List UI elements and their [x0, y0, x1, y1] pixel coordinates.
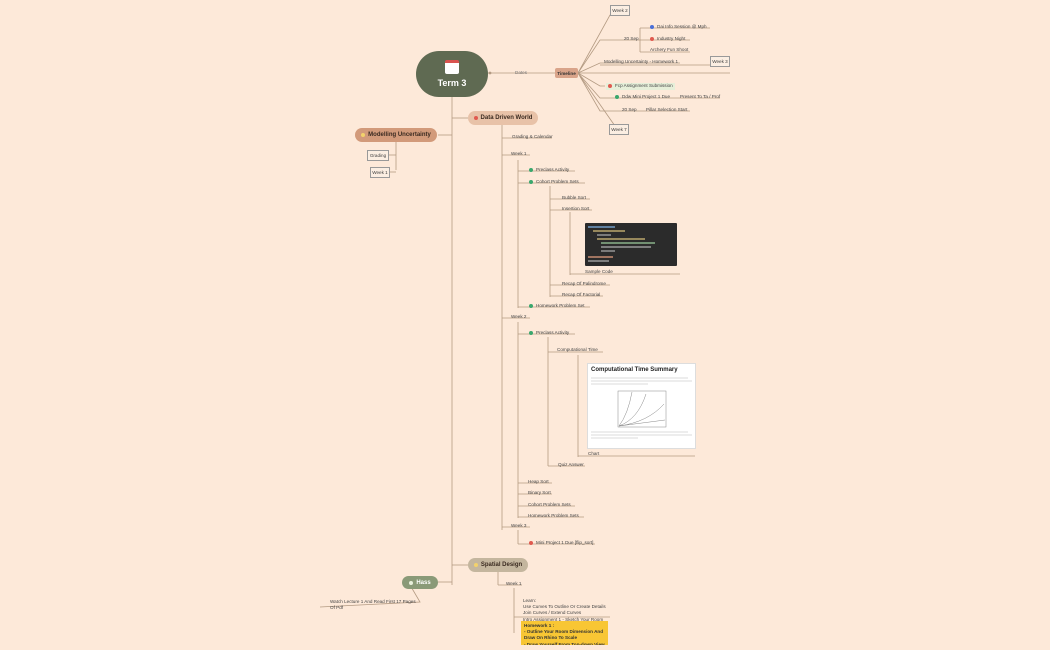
status-dot-icon — [608, 84, 612, 88]
modelling-grading[interactable]: Grading — [367, 150, 389, 161]
timeline-week2[interactable]: Week 2 — [610, 5, 630, 16]
w2-homework[interactable]: Homework Problem Sets — [528, 513, 579, 518]
code-lines — [588, 226, 655, 262]
timeline-item-label: Fcp Assignment Submission — [615, 83, 673, 89]
computational-time-card: Computational Time Summary — [587, 363, 696, 449]
timeline-item-archery[interactable]: Archery Fun Shoot — [650, 47, 689, 52]
w1-homework[interactable]: Homework Problem Set — [529, 303, 585, 309]
w1-factorial[interactable]: Recap Of Factorial — [562, 292, 601, 297]
spatial-homework-note[interactable]: Homework 1 : - Outline Your Room Dimensi… — [521, 621, 608, 645]
data-driven-world-node[interactable]: Data Driven World — [468, 111, 538, 125]
spatial-design-node[interactable]: Spatial Design — [468, 558, 528, 572]
spatial-week1[interactable]: Week 1 — [506, 581, 522, 586]
hass-node[interactable]: Hass — [402, 576, 438, 589]
w2-cohort[interactable]: Cohort Problem Sets — [528, 502, 571, 507]
w3-mini-label: Mini Project 1 Due [flip_sort] — [536, 540, 594, 546]
spatial-learn-note[interactable]: Learn: Use Curves To Outline Or Create D… — [523, 598, 606, 622]
timeline-week7[interactable]: Week 7 — [609, 124, 629, 135]
timeline-item-present[interactable]: Present To Ta / Prof — [680, 94, 721, 99]
w2-computational-time[interactable]: Computational Time — [557, 347, 598, 352]
ddw-week3[interactable]: Week 3 — [511, 523, 527, 528]
timeline-item-label: Industry Night — [657, 36, 686, 42]
w2-heap[interactable]: Heap Sort — [528, 479, 549, 484]
timeline-item-dai[interactable]: Dai Info Session @ Mph — [650, 24, 707, 30]
w2-quiz[interactable]: Quiz Answer — [558, 462, 584, 467]
timeline-item-ddw-mini[interactable]: Ddw Mini Project 1 Due — [615, 94, 670, 100]
w2-preclass[interactable]: Preclass Activity — [529, 330, 570, 336]
spatial-title: Spatial Design — [480, 562, 523, 568]
status-dot-icon — [615, 95, 619, 99]
code-snippet-image — [585, 223, 677, 266]
modelling-title: Modelling Uncertainty — [368, 132, 431, 138]
hass-note[interactable]: Watch Lecture 1 And Read First 17 Pages … — [330, 599, 416, 611]
ddw-week2[interactable]: Week 2 — [511, 314, 527, 319]
timeline-item-label: Ddw Mini Project 1 Due — [622, 94, 670, 100]
bookmark-icon — [473, 563, 478, 567]
w3-mini-project[interactable]: Mini Project 1 Due [flip_sort] — [529, 540, 594, 546]
w1-cohort-label: Cohort Problem Sets — [536, 179, 579, 185]
w1-sample-code[interactable]: Sample Code — [585, 269, 613, 274]
status-dot-icon — [529, 541, 533, 545]
w1-palindrome[interactable]: Recap Of Palindrome — [562, 281, 606, 286]
date-20sep-a: 20 Sep — [624, 36, 639, 41]
timeline-item-label: Dai Info Session @ Mph — [657, 24, 707, 30]
modelling-uncertainty-node[interactable]: Modelling Uncertainty — [355, 128, 437, 142]
status-dot-icon — [529, 304, 533, 308]
ddw-title: Data Driven World — [480, 115, 533, 121]
timeline-item-industry[interactable]: Industry Night — [650, 36, 686, 42]
modelling-week1[interactable]: Week 1 — [370, 167, 390, 178]
w1-homework-label: Homework Problem Set — [536, 303, 585, 309]
status-dot-icon — [529, 168, 533, 172]
timeline-item-modelling-hw[interactable]: Modelling Uncertainty - Homework 1 — [604, 59, 679, 64]
timeline-item-pillar[interactable]: Pillar Selection Start — [646, 107, 688, 112]
bookmark-icon — [473, 116, 478, 120]
card-title: Computational Time Summary — [591, 367, 678, 373]
w1-bubble[interactable]: Bubble Sort — [562, 195, 587, 200]
complexity-chart — [617, 390, 667, 428]
w2-chart[interactable]: Chart — [588, 451, 600, 456]
bookmark-icon — [361, 133, 366, 137]
w2-binary[interactable]: Binary Sort — [528, 490, 551, 495]
status-dot-icon — [650, 37, 654, 41]
status-dot-icon — [529, 331, 533, 335]
w1-cohort[interactable]: Cohort Problem Sets — [529, 179, 579, 185]
root-title: Term 3 — [437, 78, 467, 88]
w1-preclass-label: Preclass Activity — [536, 167, 570, 173]
date-20sep-b: 20 Sep — [622, 107, 637, 112]
hass-title: Hass — [416, 579, 431, 586]
w1-preclass[interactable]: Preclass Activity — [529, 167, 570, 173]
ddw-week1[interactable]: Week 1 — [511, 151, 527, 156]
status-dot-icon — [650, 25, 654, 29]
calendar-icon — [445, 60, 459, 74]
w2-preclass-label: Preclass Activity — [536, 330, 570, 336]
timeline-item-fcp[interactable]: Fcp Assignment Submission — [606, 83, 675, 90]
ddw-grading-calendar[interactable]: Grading & Calendar — [512, 134, 553, 139]
timeline-week3[interactable]: Week 3 — [710, 56, 730, 67]
root-node[interactable]: Term 3 — [416, 51, 488, 97]
w1-insertion[interactable]: Insertion Sort — [562, 206, 590, 211]
timeline-node[interactable]: Timeline — [555, 68, 578, 78]
bookmark-icon — [409, 580, 414, 585]
status-dot-icon — [529, 180, 533, 184]
dates-connector-label: Dates — [515, 70, 528, 75]
card-body-graphics — [591, 377, 692, 439]
